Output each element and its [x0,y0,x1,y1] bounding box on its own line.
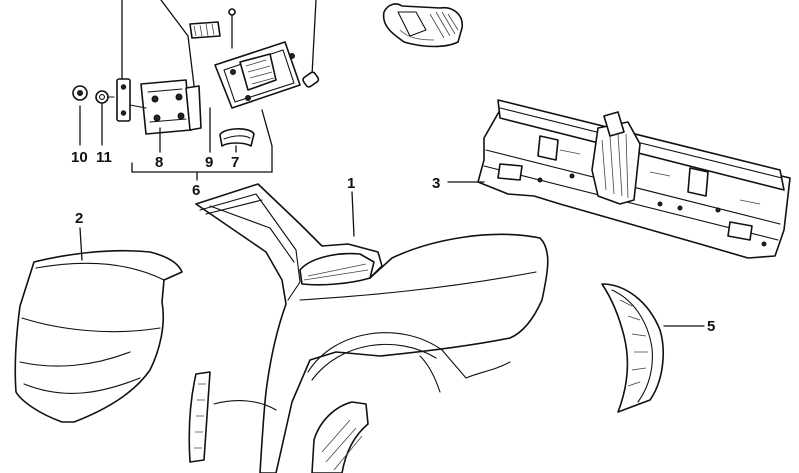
callout-11: 11 [96,149,112,166]
plunger-part [302,71,320,88]
hinge-part-8 [129,79,202,135]
washer-part-11 [95,90,115,104]
pin-part [228,8,236,16]
leader-lines [79,103,705,327]
body-panel-part-2 [14,249,183,423]
callout-6: 6 [192,182,200,199]
quarter-panel-part-1 [195,183,549,473]
rear-crossmember-part-3 [477,99,791,259]
bracket-part-7 [219,128,255,147]
inner-arch-fragment [213,400,369,473]
clip-part [189,21,221,39]
callout-2: 2 [75,210,83,227]
callout-labels: 1 2 3 5 6 7 8 9 10 11 [71,149,715,335]
callout-9: 9 [205,154,213,171]
backing-plate [116,78,131,122]
filler-flap-part [214,41,301,109]
callout-8: 8 [155,154,163,171]
callout-3: 3 [432,175,440,192]
rear-panel-fragment [382,3,463,48]
hardware-group [72,0,320,147]
sill-strip-part [188,371,211,463]
wheel-arch-part-5 [601,283,664,413]
nut-part-10 [72,85,88,101]
callout-5: 5 [707,318,715,335]
callout-7: 7 [231,154,239,171]
callout-10: 10 [71,149,88,166]
group-bracket-6 [131,109,273,181]
callout-1: 1 [347,175,355,192]
